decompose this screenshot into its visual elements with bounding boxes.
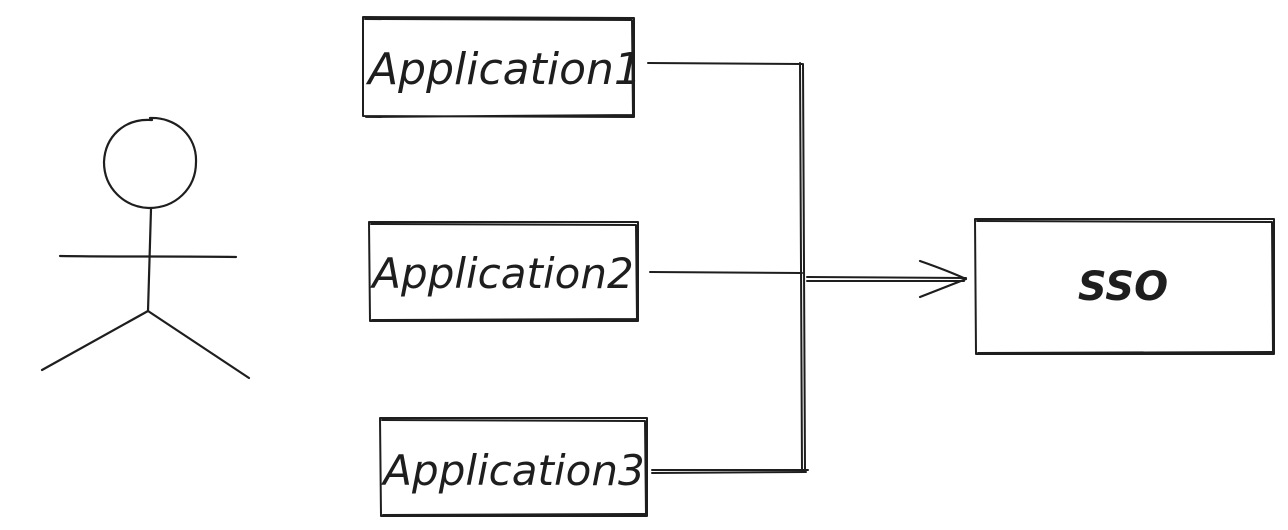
application3-box-outline — [379, 417, 648, 517]
application2-node[interactable]: Application2 — [368, 221, 639, 322]
actor-head — [102, 116, 198, 210]
sso-node[interactable]: SSO — [974, 218, 1275, 355]
sso-label: SSO — [1078, 264, 1168, 310]
arrow-head-icon — [918, 259, 968, 299]
actor-arms — [58, 254, 238, 259]
connector-lines — [647, 62, 968, 474]
actor-body — [146, 207, 153, 313]
app2-connector — [649, 271, 803, 274]
actor-right-leg — [146, 309, 251, 380]
application3-label: Application3 — [380, 446, 644, 495]
application1-label: Application1 — [365, 44, 642, 95]
stick-figure-icon — [40, 116, 251, 380]
application1-node[interactable]: Application1 — [362, 16, 642, 118]
sso-box-outline — [974, 218, 1275, 355]
application2-label: Application2 — [369, 249, 633, 298]
arrow-shaft — [806, 276, 967, 282]
app3-connector — [651, 469, 809, 474]
application2-box-outline — [368, 221, 639, 322]
application1-box-outline — [362, 16, 635, 118]
actor-left-leg — [40, 309, 150, 372]
vertical-bus — [799, 62, 806, 473]
app1-connector — [647, 62, 803, 65]
application3-node[interactable]: Application3 — [379, 417, 648, 517]
